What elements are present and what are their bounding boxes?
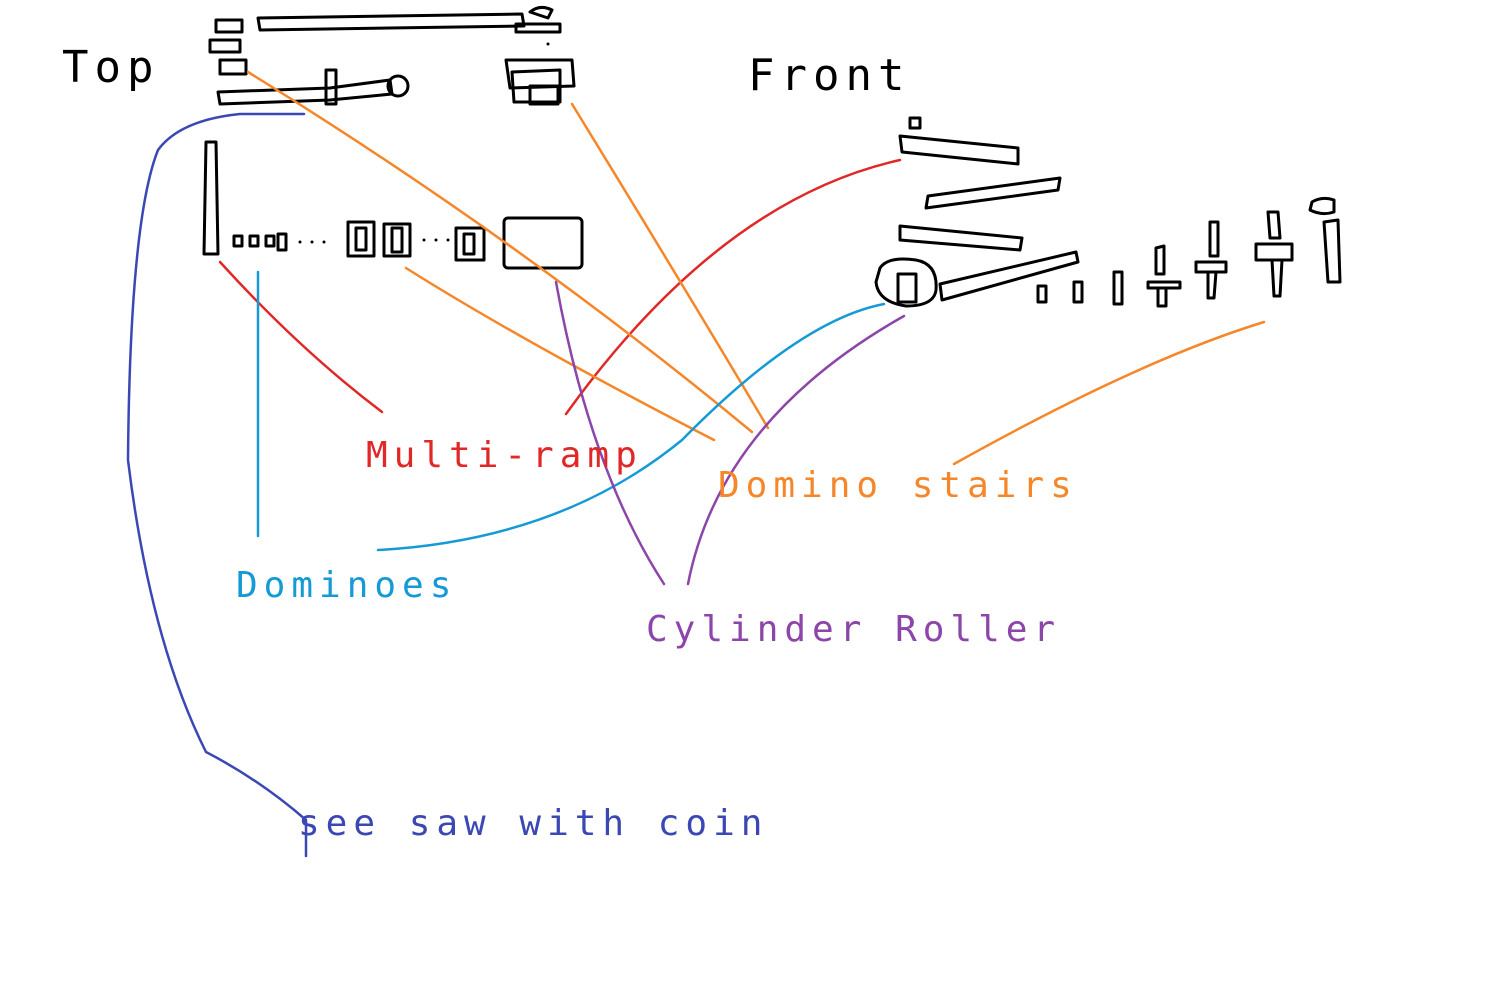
front-long-ramp	[938, 250, 1080, 302]
top-domino	[248, 234, 260, 248]
top-block	[218, 58, 248, 76]
front-cap	[1308, 196, 1336, 216]
see-saw-label: see saw with coin	[298, 803, 769, 844]
front-stair	[1254, 210, 1294, 298]
top-stack	[528, 84, 560, 106]
front-ramp	[898, 134, 1020, 166]
top-tall-bar	[202, 140, 220, 256]
top-domino-large	[346, 220, 376, 258]
top-domino-large	[390, 226, 404, 254]
dominoes-label: Dominoes	[236, 565, 458, 606]
top-domino	[276, 232, 288, 252]
dominoes-connectors	[256, 270, 886, 552]
front-stair	[1146, 244, 1182, 308]
top-ramp	[216, 78, 394, 106]
top-right-piece	[514, 5, 562, 34]
see-saw-connector	[126, 112, 308, 858]
top-long-bar	[256, 12, 526, 32]
top-block	[208, 38, 242, 54]
top-big-box	[502, 216, 584, 270]
top-stack	[504, 58, 576, 90]
multi-ramp-connectors	[218, 158, 902, 416]
top-ball	[386, 74, 410, 98]
top-view-dots	[298, 42, 550, 244]
cylinder-roller-connectors	[554, 280, 906, 586]
domino-stairs-label: Domino stairs	[718, 465, 1078, 506]
front-domino	[896, 272, 918, 304]
front-stair	[1194, 220, 1228, 300]
front-block	[908, 116, 922, 130]
top-domino-large	[454, 226, 486, 262]
top-domino-large	[354, 226, 368, 252]
front-ramp	[898, 224, 1024, 252]
top-view-label: Top	[62, 42, 160, 93]
top-domino-large	[462, 232, 476, 256]
front-view-sketch	[874, 116, 1342, 308]
front-tall-block	[1322, 218, 1342, 284]
front-view-label: Front	[748, 50, 911, 101]
top-stack	[510, 68, 562, 104]
front-domino	[1112, 270, 1124, 306]
front-cylinder	[874, 257, 938, 308]
front-ramp	[924, 176, 1062, 210]
front-domino	[1072, 280, 1084, 304]
multi-ramp-label: Multi-ramp	[366, 435, 643, 476]
top-domino	[264, 234, 276, 248]
top-view-sketch	[202, 5, 584, 270]
top-domino-large	[382, 222, 412, 258]
cylinder-roller-label: Cylinder Roller	[646, 609, 1062, 650]
front-domino	[1036, 284, 1048, 304]
top-post	[324, 68, 338, 106]
top-block	[214, 18, 244, 34]
top-domino	[232, 234, 244, 248]
domino-stairs-connectors	[246, 70, 1266, 466]
